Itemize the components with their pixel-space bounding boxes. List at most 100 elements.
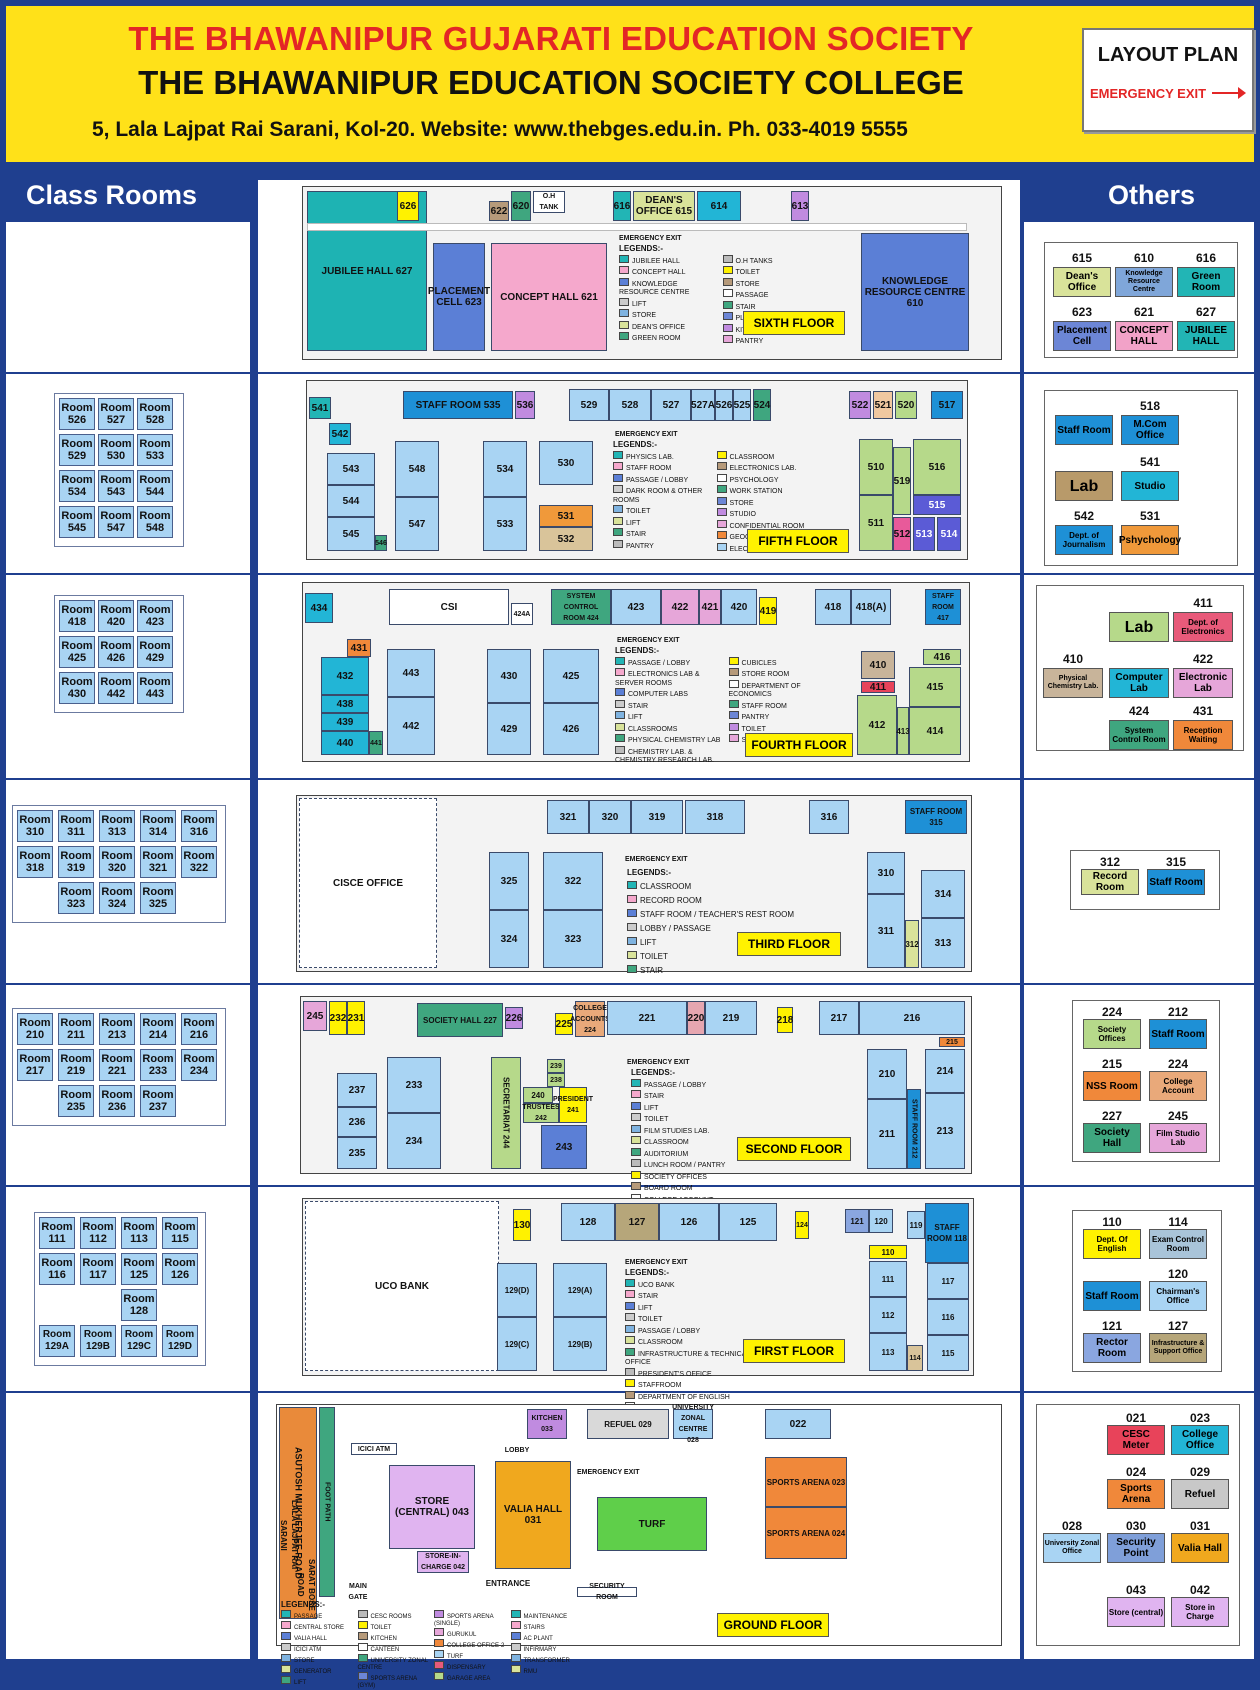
classroom-442: Room 442 [98,672,134,704]
room-534: 534 [483,441,527,497]
legend-text: TOILET [626,508,651,515]
legend-swatch [625,1313,635,1321]
knowledge-resource-centre: KNOWLEDGE RESOURCE CENTRE 610 [861,233,969,351]
room-616: 616 [613,191,631,221]
classroom-126: Room 126 [162,1253,198,1285]
room-243: 243 [541,1125,587,1169]
legend-heading: LEGENDS:- [613,440,657,449]
classroom-213: Room 213 [99,1013,135,1045]
room-416: 416 [923,649,961,665]
room-info-224: Society Offices [1083,1019,1141,1049]
legend-swatch [631,1124,641,1133]
room-548: 548 [395,441,439,497]
legend-item: PANTRY [728,711,836,723]
room-543: 543 [327,453,375,485]
legend-item: LIFT [625,1301,795,1314]
room-info-215: NSS Room [1083,1071,1141,1101]
legend-swatch [627,937,637,945]
sports-arena-024: SPORTS ARENA 024 [765,1507,847,1559]
legend-text: AC PLANT [523,1636,553,1642]
legend-text: UCO BANK [638,1281,675,1289]
classroom-534: Room 534 [59,470,95,502]
room-440: 440 [321,731,369,755]
sports-arena-023: SPORTS ARENA 023 [765,1457,847,1507]
room-info-541: Studio [1121,471,1179,501]
room-524: 524 [753,389,771,421]
legend-item: GREEN ROOM [619,332,716,344]
legend-swatch [613,485,623,493]
room-022: 022 [765,1409,831,1439]
legend-item: LUNCH ROOM / PANTRY [631,1159,811,1171]
room-110: 110 [869,1245,907,1259]
legend-swatch [716,450,727,459]
legend-item: STORE [716,496,814,509]
security-room: SECURITY ROOM [577,1583,637,1601]
room-312: 312 [905,920,919,968]
room-number-411: 411 [1193,596,1213,610]
legend-text: STAIR [735,303,756,311]
legend-swatch [281,1676,291,1684]
legend-swatch [281,1654,291,1662]
icici-atm: ICICI ATM [351,1443,397,1455]
room-322: 322 [543,852,603,910]
classroom-320: Room 320 [99,846,135,878]
room-216: 216 [859,1001,965,1035]
legend-item: STAIR [615,699,722,712]
placement-cell: PLACEMENT CELL 623 [428,243,490,351]
classroom-547: Room 547 [98,506,134,538]
room-number-114: 114 [1168,1215,1188,1229]
classroom-548: Room 548 [137,506,173,538]
room-245: 245 [303,1001,327,1031]
legend-swatch [613,528,623,536]
room-number-028: 028 [1061,1519,1083,1533]
fourth-floor-plan: 434 431 CSI 424A SYSTEM CONTROL ROOM 424… [302,582,970,764]
legend-swatch [625,1278,635,1287]
legend-item: TOILET [722,266,820,278]
legend-text: PASSAGE / LOBBY [644,1081,707,1089]
room-info-312: Record Room [1081,869,1139,895]
room-438: 438 [321,695,369,713]
legend-item: PASSAGE / LOBBY [613,473,710,486]
legend-text: SPORTS ARENA (SINGLE) [434,1614,494,1627]
legend-item: AUDITORIUM [631,1147,811,1160]
legend-text: CENTRAL STORE [294,1625,345,1631]
legend-item: STORE [619,309,716,321]
room-212: STAFF ROOM 212 [907,1089,921,1169]
legend-text: MAINTENANCE [523,1614,568,1620]
room-443: 443 [387,649,435,697]
room-411: 411 [861,681,895,693]
classroom-129b: Room 129B [80,1325,116,1357]
arrow-right-icon [1212,87,1246,99]
legend-swatch [434,1628,444,1636]
legend-item: LIFT [631,1101,811,1114]
room-423: 423 [611,589,661,625]
third-floor-label: THIRD FLOOR [737,932,841,956]
legend-text: PASSAGE / LOBBY [626,476,689,484]
legend-text: DISPENSARY [447,1665,486,1671]
legend-text: INFRASTRUCTURE & TECHNICAL SUPPORT OFFIC… [625,1350,786,1367]
legend-item: LIFT [627,936,807,950]
classroom-217: Room 217 [17,1049,53,1081]
legend-swatch [613,473,623,482]
legend-heading: LEGENDS:- [281,1600,325,1609]
room-544: 544 [327,485,375,517]
legend-item: BOARD ROOM [631,1182,811,1194]
legend-text: STORE [735,280,760,288]
room-number-224: 224 [1167,1057,1189,1071]
legend-item: PASSAGE [281,1610,352,1621]
first-floor-plan: UCO BANK 130 128 127 126 125 124 121 120… [302,1198,974,1424]
emergency-exit-marker: EMERGENCY EXIT [577,1469,640,1476]
room-info-627: JUBILEE HALL [1177,321,1235,351]
room-511: 511 [859,495,893,551]
room-527a: 527A [691,389,715,421]
classroom-322: Room 322 [181,846,217,878]
room-130: 130 [513,1209,531,1241]
legend-text: STAFF ROOM / TEACHER'S REST ROOM [640,910,794,919]
legend-swatch [722,266,733,274]
classroom-321: Room 321 [140,846,176,878]
main-gate: MAIN GATE [339,1583,377,1601]
room-234: 234 [387,1113,441,1169]
legend-swatch [357,1610,368,1618]
